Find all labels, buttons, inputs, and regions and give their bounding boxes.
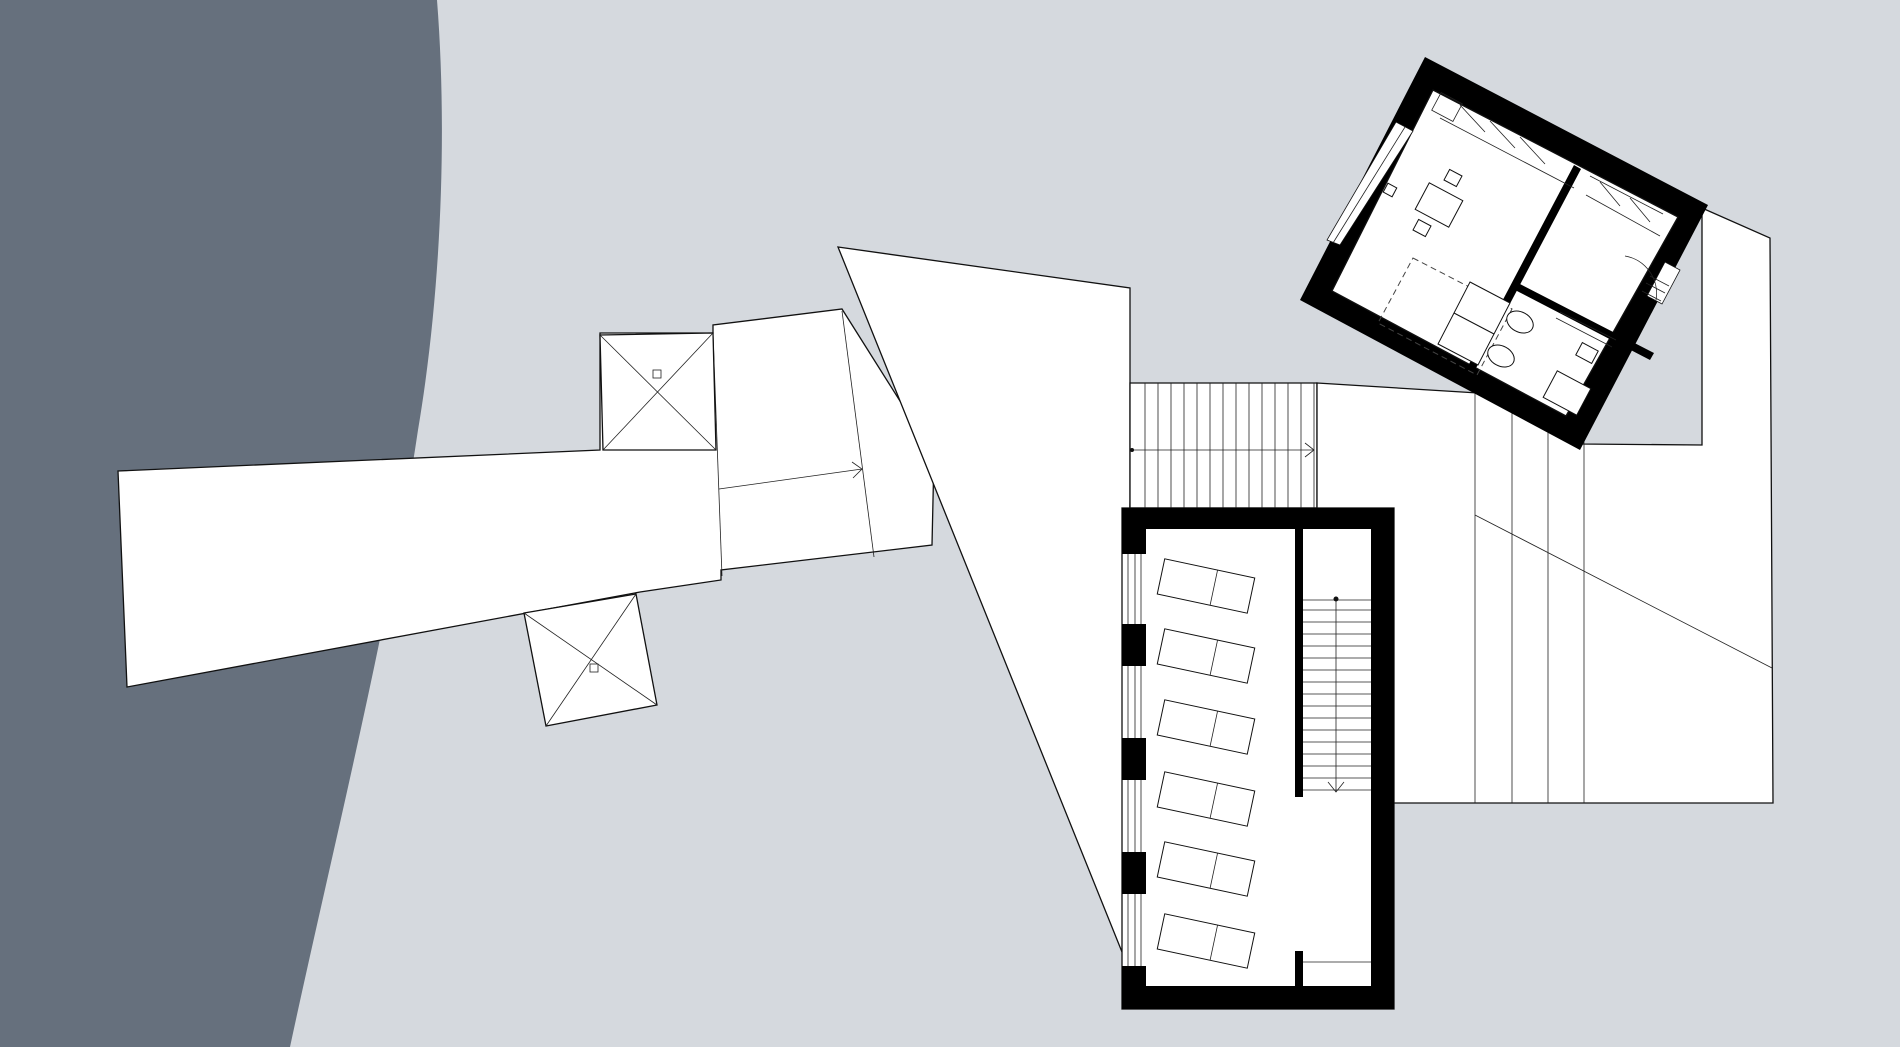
lounger: [1156, 841, 1256, 897]
lounger: [1156, 558, 1256, 614]
lounger-divider: [1209, 710, 1218, 747]
lounger-frame: [1156, 771, 1256, 827]
arrow-head: [851, 461, 863, 479]
guest-cabin: [1300, 57, 1708, 450]
stair-start: [1333, 596, 1339, 602]
lounger-frame: [1156, 841, 1256, 897]
triangular-ramp: [836, 246, 1131, 953]
sauna-building: [1121, 507, 1395, 1010]
pavilion-roof-south: [523, 593, 658, 727]
lounger-frame: [1156, 913, 1256, 969]
pier-slope-arrow: [718, 468, 863, 490]
lounger: [1156, 699, 1256, 755]
lounger-divider: [1209, 782, 1218, 819]
lounger: [1156, 913, 1256, 969]
lounger-frame: [1156, 558, 1256, 614]
interior-stair: [1303, 596, 1371, 793]
lounger: [1156, 771, 1256, 827]
entry-stair: [1129, 382, 1318, 509]
lounger-divider: [1209, 924, 1218, 961]
pier-joint: [841, 310, 875, 558]
lounger-divider: [1209, 639, 1218, 676]
arrow-head: [1327, 781, 1345, 793]
lounger-divider: [1209, 569, 1218, 606]
pavilion-roof-north: [599, 332, 717, 451]
lounger-frame: [1156, 699, 1256, 755]
loungers: [1156, 558, 1256, 969]
lounger-frame: [1156, 628, 1256, 684]
pier: [117, 308, 935, 727]
lounger-divider: [1209, 852, 1218, 889]
lounger: [1156, 628, 1256, 684]
